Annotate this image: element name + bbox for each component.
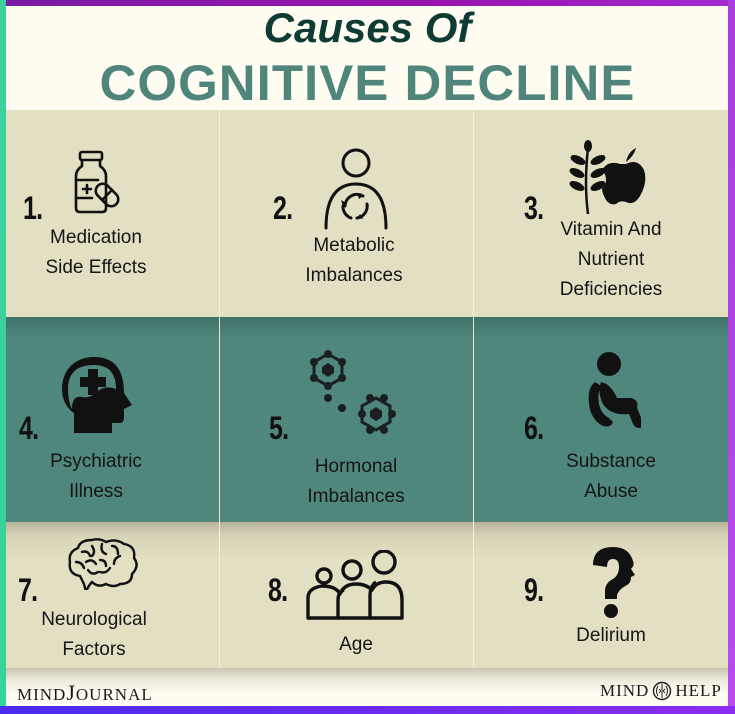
question-mark-head-icon [593, 547, 635, 618]
hormone-molecule-icon [310, 350, 396, 434]
column-divider [473, 110, 474, 668]
cause-label: Hormonal Imbalances [307, 456, 405, 507]
cause-label: Vitamin And Nutrient Deficiencies [559, 219, 663, 300]
title-line-2: COGNITIVE DECLINE [99, 55, 636, 111]
title-line-1: Causes Of [263, 4, 472, 51]
cause-label: Neurological Factors [41, 609, 147, 660]
cause-number: 9. [524, 572, 544, 608]
cause-label: Metabolic Imbalances [305, 235, 403, 286]
cause-number: 6. [524, 410, 544, 446]
cause-number: 4. [19, 410, 39, 446]
cause-number: 7. [18, 572, 38, 608]
cause-label: Age [339, 634, 373, 655]
causes-grid: 1. Medication Side Effects 2. [6, 110, 728, 668]
head-medical-cross-icon [62, 357, 132, 433]
border-right [728, 0, 735, 714]
mindjournal-logo: MINDJOURNAL [17, 680, 153, 708]
brain-icon [68, 538, 138, 590]
border-top [0, 0, 735, 6]
sitting-person-hugging-knees-icon [588, 352, 641, 428]
cause-label: Medication Side Effects [45, 227, 147, 278]
row-1 [6, 110, 728, 317]
brain-logo-icon [653, 681, 672, 701]
three-people-icon [306, 550, 404, 620]
cause-number: 5. [269, 410, 289, 446]
border-bottom [0, 706, 735, 714]
cause-label: Delirium [576, 625, 646, 646]
mindhelp-logo: MIND HELP [600, 681, 722, 701]
column-divider [219, 110, 220, 668]
wheat-apple-icon [569, 140, 646, 215]
medicine-bottle-pill-icon [74, 150, 120, 214]
cause-label: Substance Abuse [566, 451, 656, 502]
person-cycle-icon [324, 148, 388, 230]
cause-label: Psychiatric Illness [50, 451, 142, 502]
cause-number: 1. [23, 190, 43, 226]
border-left [0, 0, 6, 714]
cause-number: 2. [273, 190, 293, 226]
cause-number: 3. [524, 190, 544, 226]
footer [6, 668, 728, 706]
cause-number: 8. [268, 572, 288, 608]
